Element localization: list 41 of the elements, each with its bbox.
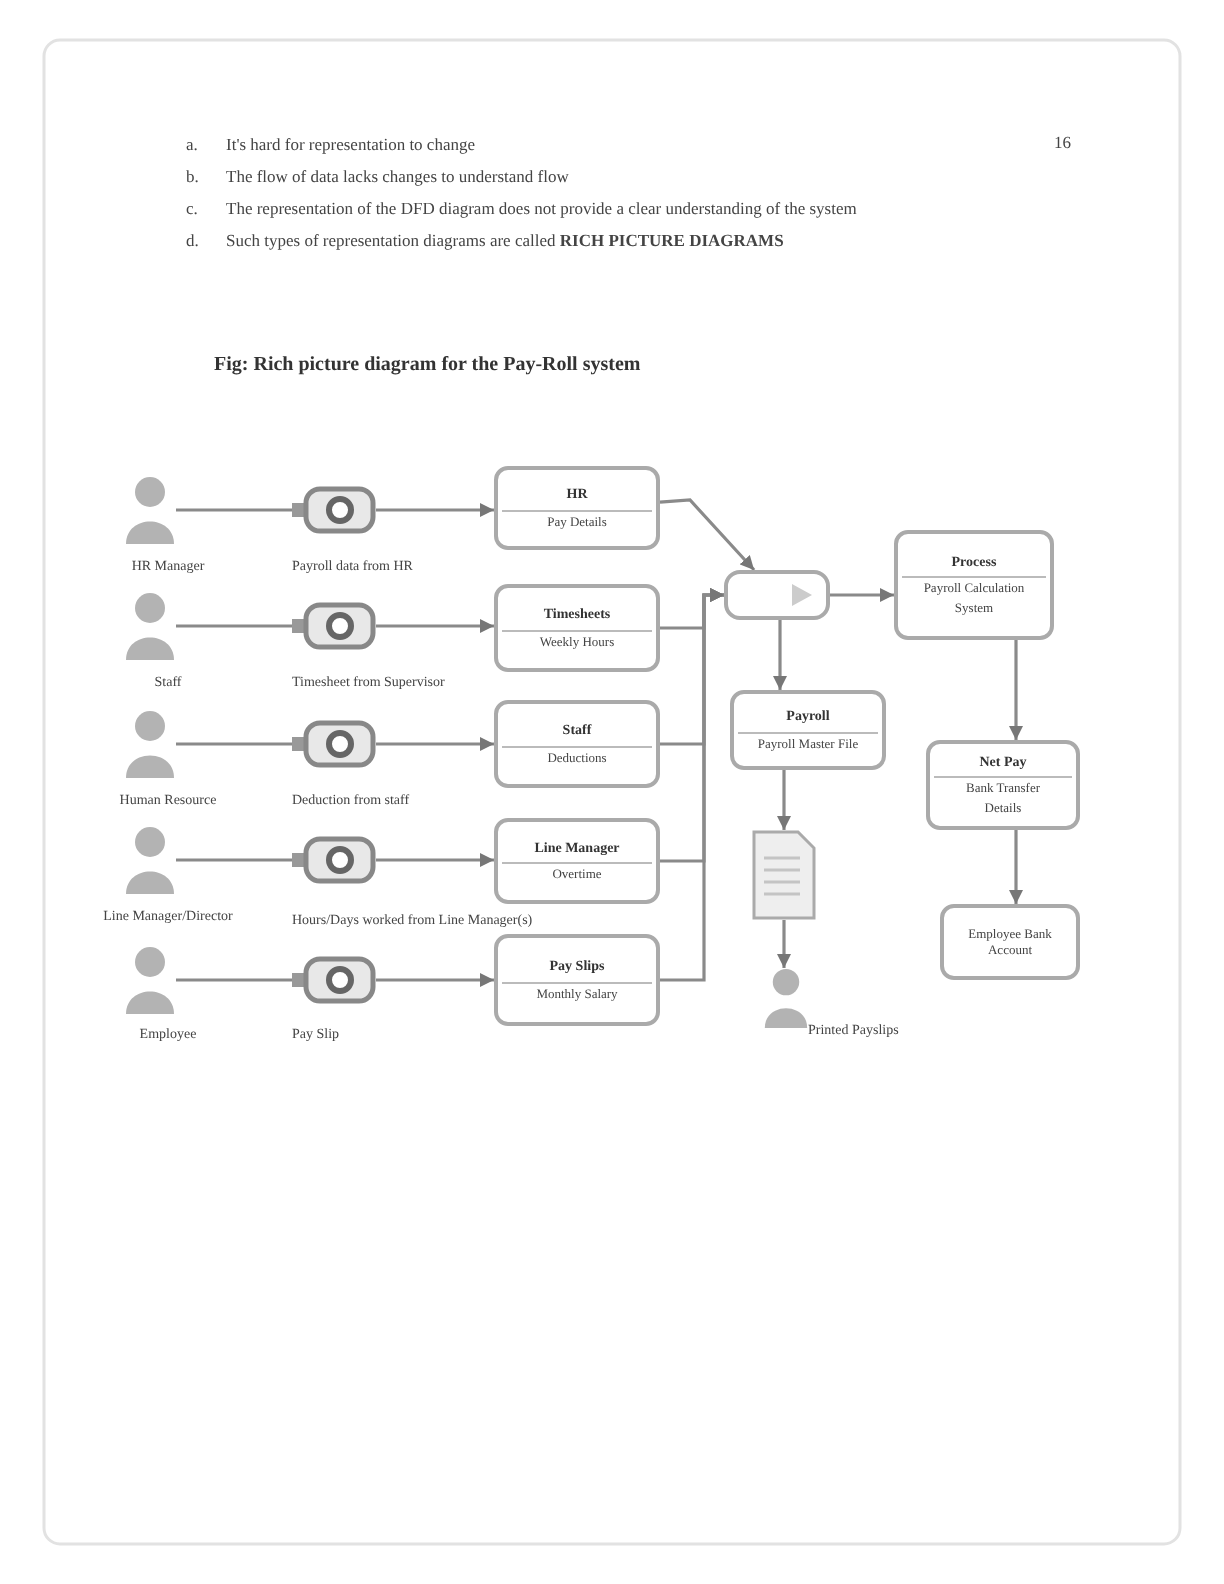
device-icon [292, 720, 376, 768]
person-icon [124, 476, 176, 544]
arrow [1009, 830, 1023, 904]
list-marker: d. [186, 230, 199, 251]
arrow [659, 498, 756, 572]
list-marker: b. [186, 166, 199, 187]
person-icon [124, 592, 176, 660]
person-icon [760, 968, 812, 1028]
connector-line [176, 624, 292, 628]
connector-line [176, 858, 292, 862]
list-item-text: It's hard for representation to change [226, 134, 475, 155]
connector-line [176, 742, 292, 746]
arrow [376, 503, 494, 517]
arrow [777, 920, 791, 968]
list-marker: c. [186, 198, 198, 219]
person-icon [124, 826, 176, 894]
list-marker: a. [186, 134, 198, 155]
arrow [376, 853, 494, 867]
connector-line [176, 508, 292, 512]
page-number: 16 [1054, 132, 1071, 153]
document-icon [752, 830, 816, 920]
arrow [660, 588, 724, 982]
arrow [777, 770, 791, 830]
device-icon [292, 836, 376, 884]
list-item-text: The representation of the DFD diagram does not provide a clear understanding of the system [226, 198, 857, 219]
arrow [376, 973, 494, 987]
device-icon [292, 602, 376, 650]
junction-box [724, 570, 830, 620]
arrow [376, 737, 494, 751]
arrow [773, 620, 787, 690]
arrow [376, 619, 494, 633]
person-icon [124, 710, 176, 778]
figure-caption: Fig: Rich picture diagram for the Pay-Roll system [214, 354, 641, 376]
connector-line [176, 978, 292, 982]
person-icon [124, 946, 176, 1014]
device-icon [292, 486, 376, 534]
list-item-text: The flow of data lacks changes to understand flow [226, 166, 569, 187]
list-item-text: Such types of representation diagrams are called RICH PICTURE DIAGRAMS [226, 230, 784, 251]
arrow [830, 588, 894, 602]
device-icon [292, 956, 376, 1004]
arrow [1009, 640, 1023, 740]
